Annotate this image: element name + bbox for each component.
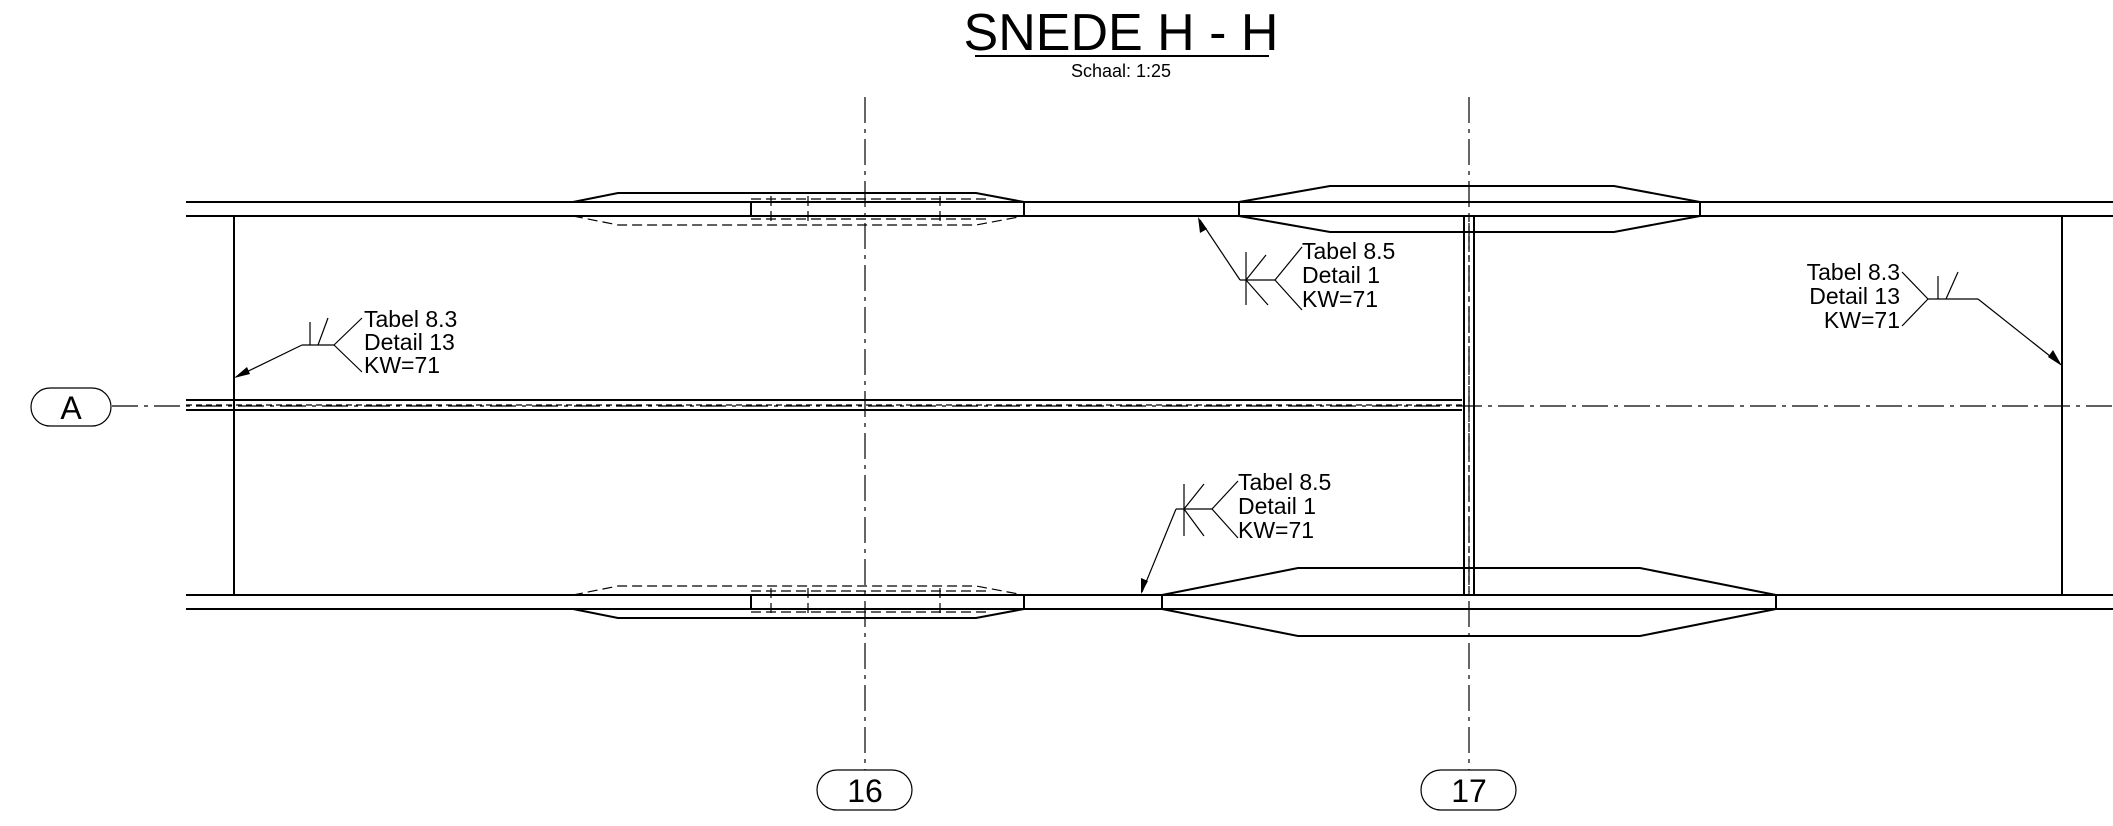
grid-bubble-a: A <box>30 387 112 427</box>
grid-bubble-17: 17 <box>1420 769 1517 811</box>
weld-symbol-left <box>234 317 363 378</box>
top-splice-16 <box>572 192 1025 226</box>
weld-left-line-3: KW=71 <box>364 352 440 378</box>
weld-bottom-middle-line-1: Tabel 8.5 <box>1238 469 1331 495</box>
weld-top-middle-line-3: KW=71 <box>1302 286 1378 312</box>
drawing-scale: Schaal: 1:25 <box>1071 61 1171 81</box>
weld-bottom-middle-line-3: KW=71 <box>1238 517 1314 543</box>
weld-bottom-middle-line-2: Detail 1 <box>1238 493 1316 519</box>
grid-bubble-16-label: 16 <box>847 773 883 809</box>
grid-bubble-a-label: A <box>60 390 82 426</box>
weld-right-line-1: Tabel 8.3 <box>1807 259 1900 285</box>
weld-top-middle-line-1: Tabel 8.5 <box>1302 238 1395 264</box>
weld-left-line-1: Tabel 8.3 <box>364 306 457 332</box>
weld-symbol-bottom-middle <box>1141 480 1239 594</box>
weld-top-middle-line-2: Detail 1 <box>1302 262 1380 288</box>
weld-right-line-3: KW=71 <box>1824 307 1900 333</box>
bottom-splice-16 <box>572 585 1025 619</box>
web-plate-a <box>186 399 1462 411</box>
grid-bubble-17-label: 17 <box>1451 773 1487 809</box>
weld-symbol-right <box>1901 271 2062 366</box>
top-haunch-17 <box>1238 185 1701 233</box>
weld-symbol-top-middle <box>1198 217 1303 311</box>
top-flange <box>186 201 2113 217</box>
drawing-title: SNEDE H - H <box>964 4 1279 62</box>
grid-bubble-16: 16 <box>816 769 913 811</box>
bottom-haunch-17 <box>1161 567 1777 637</box>
weld-right-line-2: Detail 13 <box>1809 283 1900 309</box>
vertical-plate-17 <box>1463 216 1475 595</box>
weld-left-line-2: Detail 13 <box>364 329 455 355</box>
bottom-flange <box>186 594 2113 610</box>
